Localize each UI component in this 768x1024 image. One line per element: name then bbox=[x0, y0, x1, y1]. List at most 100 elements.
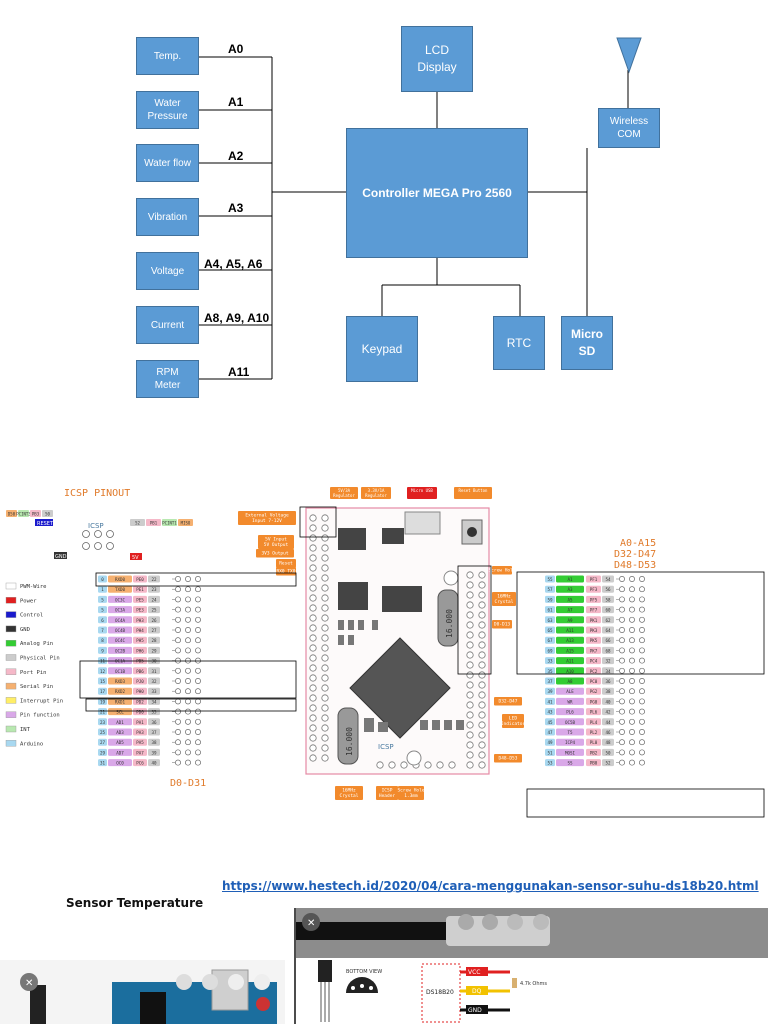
header-pin bbox=[321, 744, 329, 752]
pin-circle bbox=[629, 749, 635, 756]
header-pin bbox=[466, 741, 474, 749]
header-pin bbox=[466, 651, 474, 659]
header-pin bbox=[309, 624, 317, 632]
pin-tag-label: 39 bbox=[547, 689, 553, 694]
pin-tag bbox=[545, 575, 555, 583]
pin-tag-label: 1 bbox=[101, 587, 104, 592]
pin-circle bbox=[619, 708, 625, 715]
pin-tag bbox=[133, 748, 147, 756]
legend-swatch bbox=[5, 597, 17, 604]
more-icon bbox=[202, 974, 218, 990]
callout-box bbox=[492, 620, 512, 629]
pin-tag-label: 61 bbox=[547, 608, 553, 613]
callout-label: Indicator bbox=[501, 721, 526, 727]
pin-circle bbox=[629, 678, 635, 684]
pin-tag bbox=[98, 606, 107, 614]
header-pin bbox=[309, 594, 317, 602]
pin-tag-label: 55 bbox=[547, 577, 553, 582]
icsp-pin-tag-label: MISO bbox=[181, 521, 191, 526]
legend-label: Pin function bbox=[20, 713, 60, 719]
pin-tag-label: PL6 bbox=[590, 710, 598, 715]
header-pin bbox=[309, 754, 317, 762]
left-group-box-3 bbox=[85, 698, 297, 712]
icsp-pin-tag bbox=[18, 510, 29, 517]
pin-circle bbox=[639, 586, 645, 593]
legend-swatch bbox=[5, 740, 17, 747]
pin-circle bbox=[629, 657, 635, 664]
pin-tag bbox=[586, 708, 601, 716]
pin-tag bbox=[98, 616, 107, 624]
header-pin bbox=[466, 701, 474, 709]
pin-tag-label: PF1 bbox=[590, 577, 598, 582]
block-diagram-connectors bbox=[199, 37, 642, 380]
header-pin bbox=[388, 761, 396, 769]
pin-tag bbox=[148, 595, 160, 603]
header-pin bbox=[321, 694, 329, 702]
header-pin bbox=[466, 731, 474, 739]
pin-circle bbox=[639, 606, 645, 613]
pin-tag-label: 34 bbox=[605, 669, 611, 674]
pin-tag-label: ALE bbox=[566, 689, 574, 694]
pin-circle bbox=[639, 708, 645, 715]
pin-tag-label: PC4 bbox=[590, 659, 598, 664]
resistor bbox=[512, 978, 517, 988]
pin-circle bbox=[619, 759, 625, 766]
pin-tag-label: 69 bbox=[547, 648, 553, 653]
pin-tag bbox=[556, 748, 584, 756]
pin-tag bbox=[148, 697, 160, 705]
pin-circle bbox=[175, 718, 181, 725]
callout-label: 5V Input bbox=[265, 537, 287, 543]
pin-circle bbox=[195, 627, 201, 633]
pin-tag bbox=[98, 677, 107, 685]
header-pin bbox=[321, 684, 329, 692]
close-icon-right-glyph: ✕ bbox=[307, 918, 315, 929]
pin-tag bbox=[98, 718, 107, 726]
pin-tag-label: PE0 bbox=[136, 577, 144, 582]
pin-circle bbox=[195, 596, 201, 603]
pin-tag-label: PH0 bbox=[136, 689, 144, 694]
callout-label: 16MHz bbox=[497, 594, 511, 600]
pin-tag bbox=[556, 646, 584, 654]
pin-tag-label: 11 bbox=[100, 659, 106, 664]
pin-tag-label: 8 bbox=[101, 638, 104, 643]
pin-circle bbox=[195, 698, 201, 705]
pin-tag bbox=[545, 708, 555, 716]
pin-circle bbox=[175, 616, 181, 623]
pin-tag-label: A11 bbox=[566, 659, 574, 664]
board-icsp-label: ICSP bbox=[378, 743, 394, 751]
screw-hole bbox=[406, 750, 422, 766]
icsp-pin-tag-label: PCINT3 bbox=[16, 512, 31, 517]
pin-tag bbox=[586, 646, 601, 654]
callout-label: 5V/3A bbox=[338, 488, 351, 493]
pin-tag bbox=[108, 718, 132, 726]
pin-tag bbox=[556, 759, 584, 767]
pin-tag-label: 5 bbox=[101, 597, 104, 602]
pin-tag bbox=[133, 595, 147, 603]
callout-box bbox=[407, 487, 437, 499]
pin-tag-label: 46 bbox=[605, 730, 611, 735]
pin-tag-label: 56 bbox=[605, 587, 611, 592]
micro-usb-port bbox=[404, 511, 441, 535]
pin-label-a8-a10: A8, A9, A10 bbox=[204, 311, 270, 325]
pin-tag bbox=[133, 606, 147, 614]
pin-tag bbox=[586, 697, 601, 705]
pin-tag bbox=[98, 646, 107, 654]
callout-label: External Voltage bbox=[245, 513, 289, 519]
gnd-label: GND bbox=[468, 1007, 482, 1014]
ds18b20-tutorial-link[interactable]: https://www.hestech.id/2020/04/cara-meng… bbox=[222, 879, 759, 893]
pin-tag-label: 23 bbox=[151, 587, 157, 592]
probe-cable-left bbox=[30, 985, 46, 1024]
pin-tag-label: 37 bbox=[151, 730, 157, 735]
pin-tag bbox=[586, 595, 601, 603]
callout-label: D48-D53 bbox=[499, 756, 518, 762]
pin-tag bbox=[602, 595, 614, 603]
pin-circle bbox=[185, 678, 191, 684]
pin-tag bbox=[602, 759, 614, 767]
header-pin bbox=[478, 731, 486, 739]
pin-tag bbox=[602, 657, 614, 665]
pin-label-a11: A11 bbox=[228, 365, 250, 379]
pin-tag bbox=[98, 585, 107, 593]
pin-circle bbox=[619, 606, 625, 613]
pin-circle bbox=[629, 718, 635, 725]
